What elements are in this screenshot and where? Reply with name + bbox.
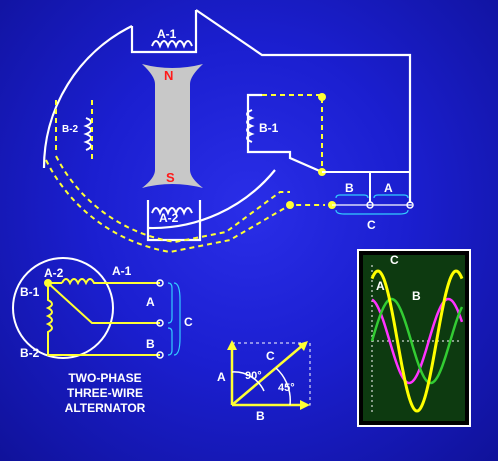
wave-a [371,297,464,385]
pole-south-label: S [166,170,175,185]
wave-b-label: B [412,289,421,303]
terminal-a-label: A [384,181,393,195]
vector-a-head [227,340,237,350]
dashed-leads [45,94,325,254]
brace-b [335,194,369,199]
stator-outline [42,9,412,230]
coil-b1 [246,109,255,143]
coil-a1 [151,40,193,49]
generator: N S A-1 A-2 B-1 B-2 B A C [42,9,414,254]
terminal-c-label: C [367,218,376,232]
slot-b1 [246,93,323,174]
schematic-brace-b [167,327,173,356]
node-a1-label: A-1 [112,264,132,278]
stator-circle [12,257,114,359]
vector-b-head [300,400,310,410]
slot-a1 [130,10,198,54]
output-b-label: B [146,337,155,351]
schematic-node [44,279,52,287]
schematic-brace-c [173,282,181,356]
angle-90-arc [231,371,265,392]
schematic: A-2 A-1 B-1 B-2 A B C TWO-PHASE THREE-WI… [12,257,193,415]
coil-a2 [151,207,193,216]
brace-c [335,209,409,215]
wave-traces [370,269,464,413]
wave-a-label: A [376,279,385,293]
coil-b2 [83,117,92,151]
waveform-panel: C A B [357,249,471,427]
vector-diagram: A B C 90° 45° [217,340,311,423]
output-c-label: C [184,315,193,329]
node-b2-label: B-2 [20,346,40,360]
angle-45-label: 45° [278,382,295,394]
caption-line-1: TWO-PHASE [68,371,141,385]
wave-c-label: C [390,253,399,267]
terminal-block [286,93,414,215]
caption-line-3: ALTERNATOR [65,401,146,415]
coil-a2-label: A-2 [159,211,179,225]
schematic-brace-a [167,282,173,324]
vector-c-head [298,341,308,351]
angle-90-label: 90° [245,370,262,382]
coil-a1-label: A-1 [157,27,177,41]
node-b1-label: B-1 [20,285,40,299]
angle-45-arc [275,367,291,406]
rotor-pole [142,64,203,188]
slot-a2 [146,200,202,242]
terminal-dot-b2 [286,201,294,209]
coil-b2-label: B-2 [62,124,79,135]
vector-b-label: B [256,409,265,423]
vector-c-label: C [266,349,275,363]
vector-box [232,342,311,406]
schematic-wires [45,278,160,356]
coil-b1-label: B-1 [259,121,279,135]
vector-a-label: A [217,370,226,384]
wave-c [370,269,464,413]
node-a2-label: A-2 [44,266,64,280]
vector-c [231,344,304,406]
terminal-dot-top [318,93,326,101]
terminal-b-label: B [345,181,354,195]
pole-north-label: N [164,68,173,83]
output-a-label: A [146,295,155,309]
caption-line-2: THREE-WIRE [67,386,143,400]
brace-a [373,194,409,199]
wave-b [370,297,464,385]
